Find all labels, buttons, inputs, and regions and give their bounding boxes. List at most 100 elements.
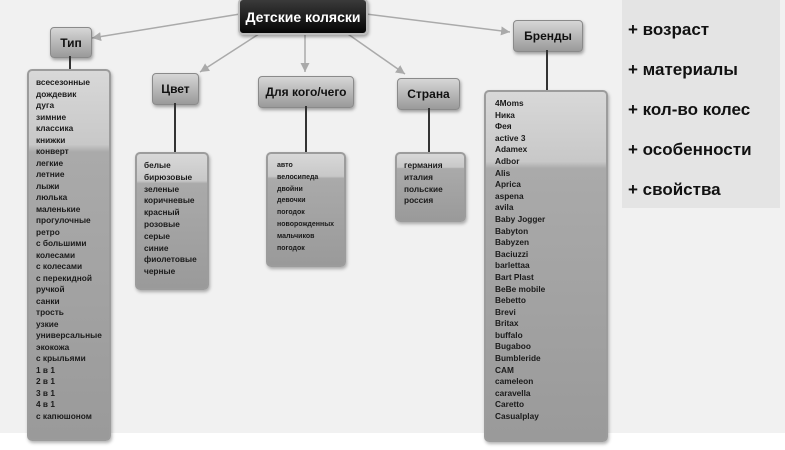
list-item: всесезонные — [36, 77, 90, 87]
connector-stem — [69, 56, 71, 70]
list-item: Alis — [495, 167, 511, 178]
list-item: Adbor — [495, 155, 520, 166]
list-item: BeBe mobile — [495, 283, 546, 294]
list-item: с крыльями — [36, 353, 86, 363]
list-item: люлька — [36, 192, 68, 202]
list-item: 4Moms — [495, 98, 524, 108]
note-item: + материалы — [628, 60, 738, 79]
list-item: Bebetto — [495, 295, 526, 306]
list-item: с колесами — [36, 261, 83, 271]
list-item: белые — [144, 160, 171, 170]
list-item: Baciuzzi — [495, 248, 529, 259]
node-country-label: Страна — [407, 87, 450, 101]
list-item: Britax — [495, 318, 519, 329]
list-item: мальчиков — [277, 232, 315, 240]
list-item: санки — [36, 295, 60, 306]
list-item: универсальные — [36, 330, 102, 340]
list-item: Baby Jogger — [495, 213, 546, 224]
list-item: новорожденных — [277, 220, 335, 228]
list-item: фиолетовые — [144, 254, 197, 265]
list-item: Babyzen — [495, 237, 530, 248]
node-type-label: Тип — [60, 35, 82, 50]
list-item: зимние — [36, 111, 67, 122]
list-item: трость — [36, 307, 64, 317]
node-type[interactable]: Тип — [50, 27, 92, 58]
note-item: + кол-во колес — [628, 100, 751, 119]
note-item: + особенности — [628, 140, 752, 159]
node-brands-label: Бренды — [524, 29, 572, 43]
list-item: италия — [404, 171, 433, 182]
list-item: россия — [404, 195, 434, 206]
list-item: Casualplay — [495, 411, 539, 422]
note-item: + возраст — [628, 20, 710, 39]
list-item: двойни — [277, 185, 303, 193]
connector-lines — [91, 13, 511, 75]
node-color-label: Цвет — [161, 82, 190, 96]
list-item: avila — [495, 202, 514, 213]
list-item: Bugaboo — [495, 341, 531, 352]
list-item: дуга — [36, 100, 55, 110]
list-item: с капюшоном — [36, 410, 92, 421]
list-item: погодок — [277, 244, 305, 252]
list-item: классика — [36, 123, 74, 133]
list-item: Aprica — [495, 179, 521, 190]
list-item: маленькие — [36, 203, 81, 214]
list-item: aspena — [495, 190, 524, 201]
list-item: 1 в 1 — [36, 364, 55, 375]
list-item: 4 в 1 — [36, 399, 55, 409]
list-item: barlettaa — [495, 260, 530, 271]
list-item: книжки — [36, 134, 66, 145]
list-item: Bumbleride — [495, 353, 541, 364]
list-item: ретро — [36, 226, 60, 237]
list-item: летние — [36, 169, 65, 179]
list-item: CAM — [495, 364, 514, 375]
list-item: дождевик — [36, 88, 77, 99]
node-whom[interactable]: Для кого/чего — [258, 76, 354, 108]
node-color[interactable]: Цвет — [152, 73, 199, 105]
list-item: бирюзовые — [144, 171, 193, 182]
list-item: экокожа — [36, 341, 70, 352]
list-item: конверт — [36, 146, 69, 156]
node-brands[interactable]: Бренды — [513, 20, 583, 52]
list-item: cameleon — [495, 376, 534, 387]
list-item: Ника — [495, 109, 515, 120]
list-item: Caretto — [495, 399, 525, 410]
list-item: авто — [277, 162, 293, 169]
list-item: коричневые — [144, 195, 195, 206]
node-whom-label: Для кого/чего — [265, 85, 347, 99]
connector-stem — [546, 50, 548, 90]
list-item: узкие — [36, 318, 59, 329]
list-item: Bart Plast — [495, 271, 534, 282]
list-item: германия — [404, 160, 443, 170]
list-item: caravella — [495, 387, 531, 398]
list-item: легкие — [36, 157, 64, 168]
list-item: прогулочные — [36, 215, 91, 225]
note-item: + свойства — [628, 180, 721, 199]
list-item: Babyton — [495, 225, 529, 236]
list-item: Фея — [495, 121, 512, 132]
list-item: серые — [144, 230, 170, 241]
list-item: погодок — [277, 209, 305, 217]
connector-stem — [428, 108, 430, 152]
root-node[interactable]: Детские коляски — [238, 0, 368, 35]
list-item: active 3 — [495, 132, 526, 143]
node-country[interactable]: Страна — [397, 78, 460, 110]
list-item: польские — [404, 183, 443, 194]
list-item: велосипеда — [277, 173, 319, 181]
list-item: синие — [144, 242, 169, 253]
list-item: зеленые — [144, 183, 180, 194]
list-item: черные — [144, 266, 176, 277]
list-item: с большими — [36, 238, 87, 248]
connector-stem — [305, 106, 307, 152]
notes-panel: + возраст + материалы + кол-во колес + особ… — [622, 0, 780, 208]
list-item: лыжи — [36, 180, 60, 191]
list-item: красный — [144, 207, 180, 218]
list-item: ручкой — [36, 284, 65, 294]
connector-stem — [174, 103, 176, 152]
list-item: 2 в 1 — [36, 376, 55, 386]
root-label: Детские коляски — [245, 8, 361, 25]
list-item: Adamex — [495, 144, 528, 155]
